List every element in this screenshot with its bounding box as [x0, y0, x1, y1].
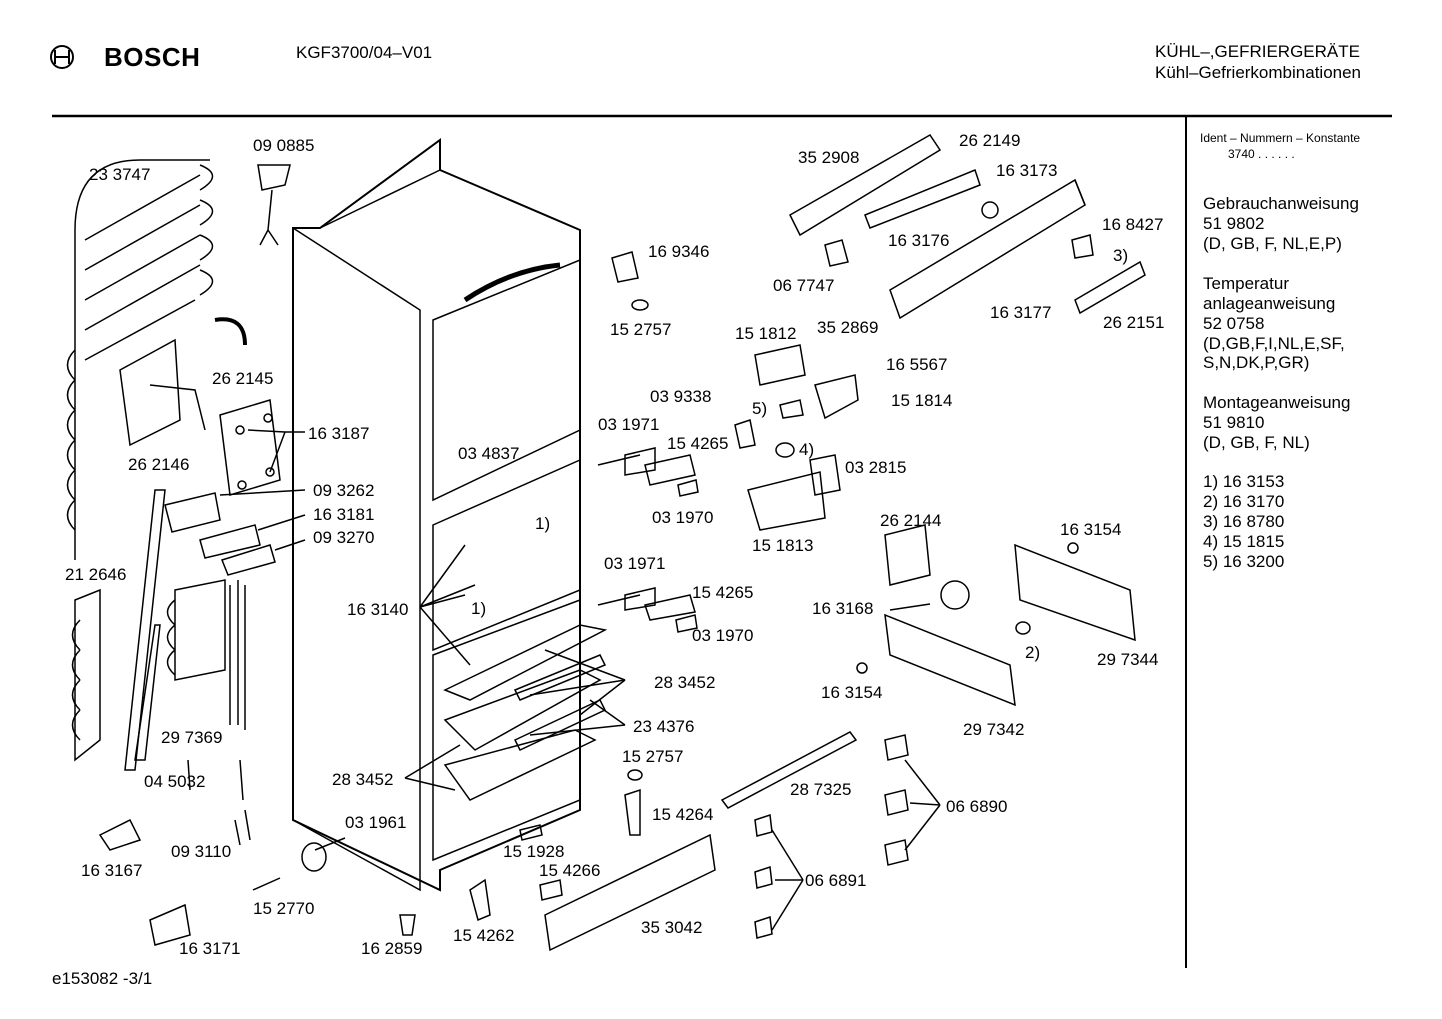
doc-title: Montageanweisung [1203, 393, 1351, 412]
part-label: 15 1813 [752, 536, 814, 555]
part-label: 28 3452 [654, 673, 716, 692]
part-label: 06 6890 [946, 797, 1008, 816]
doc-langs-line2: S,N,DK,P,GR) [1203, 353, 1310, 372]
part-label: 28 3452 [332, 770, 394, 789]
part-label: 06 7747 [773, 276, 835, 295]
part-label: 03 9338 [650, 387, 712, 406]
subcategory-title: Kühl–Gefrierkombinationen [1155, 63, 1362, 82]
footnote: 1) 16 3153 [1203, 472, 1285, 491]
part-label: 16 3181 [313, 505, 375, 524]
part-label: 35 2908 [798, 148, 860, 167]
doc-langs: (D, GB, F, NL) [1203, 433, 1310, 452]
footnote: 5) 16 3200 [1203, 552, 1285, 571]
doc-title: Temperatur [1203, 274, 1289, 293]
part-label: 16 5567 [886, 355, 948, 374]
part-label: 29 7344 [1097, 650, 1159, 669]
part-label: 03 2815 [845, 458, 907, 477]
doc-number: 52 0758 [1203, 314, 1265, 333]
part-label: 15 4265 [692, 583, 754, 602]
part-label: 16 3154 [1060, 520, 1122, 539]
ident-value: 3740 . . . . . . [1228, 147, 1295, 161]
part-label: 15 1814 [891, 391, 953, 410]
part-label: 35 2869 [817, 318, 879, 337]
part-label: 16 3177 [990, 303, 1052, 322]
part-label: 15 4265 [667, 434, 729, 453]
part-label: 09 3262 [313, 481, 375, 500]
part-label: 15 2757 [610, 320, 672, 339]
part-label: 16 3140 [347, 600, 409, 619]
part-label: 03 1961 [345, 813, 407, 832]
part-label: 28 7325 [790, 780, 852, 799]
part-label: 04 5032 [144, 772, 206, 791]
part-label: 16 3173 [996, 161, 1058, 180]
doc-langs: (D,GB,F,I,NL,E,SF, [1203, 334, 1345, 353]
part-label: 15 4262 [453, 926, 515, 945]
part-label: 26 2144 [880, 511, 942, 530]
category-title: KÜHL–,GEFRIERGERÄTE [1155, 42, 1360, 61]
part-label: 03 1971 [598, 415, 660, 434]
part-label: 16 3171 [179, 939, 241, 958]
part-label: 09 3270 [313, 528, 375, 547]
footer-code: e153082 -3/1 [52, 969, 153, 988]
part-label: 15 4264 [652, 805, 714, 824]
doc-number: 51 9802 [1203, 214, 1265, 233]
part-label: 16 2859 [361, 939, 423, 958]
part-label: 26 2149 [959, 131, 1021, 150]
part-label: 16 3168 [812, 599, 874, 618]
part-label: 03 4837 [458, 444, 520, 463]
part-label: 16 8427 [1102, 215, 1164, 234]
part-label: 5) [752, 399, 768, 418]
part-label: 26 2145 [212, 369, 274, 388]
footnote: 2) 16 3170 [1203, 492, 1285, 511]
part-label: 03 1970 [652, 508, 714, 527]
part-label: 06 6891 [805, 871, 867, 890]
model-number: KGF3700/04–V01 [296, 43, 433, 62]
part-label: 26 2146 [128, 455, 190, 474]
part-label: 16 9346 [648, 242, 710, 261]
doc-title: Gebrauchanweisung [1203, 194, 1359, 213]
part-label: 29 7342 [963, 720, 1025, 739]
part-label: 23 3747 [89, 165, 151, 184]
part-label: 26 2151 [1103, 313, 1165, 332]
doc-title-line2: anlageanweisung [1203, 294, 1336, 313]
ident-label: Ident – Nummern – Konstante [1200, 131, 1361, 145]
part-label: 21 2646 [65, 565, 127, 584]
part-label: 16 3176 [888, 231, 950, 250]
part-label: 03 1970 [692, 626, 754, 645]
part-label: 16 3167 [81, 861, 143, 880]
part-label: 15 1812 [735, 324, 797, 343]
part-label: 15 1928 [503, 842, 565, 861]
part-label: 35 3042 [641, 918, 703, 937]
part-label: 09 3110 [171, 842, 232, 861]
footnote: 3) 16 8780 [1203, 512, 1285, 531]
part-label: 15 2770 [253, 899, 315, 918]
part-label: 16 3154 [821, 683, 883, 702]
part-label: 09 0885 [253, 136, 315, 155]
part-label: 1) [535, 514, 551, 533]
part-label: 1) [471, 599, 487, 618]
part-label: 03 1971 [604, 554, 666, 573]
part-label: 29 7369 [161, 728, 223, 747]
part-label: 2) [1025, 643, 1041, 662]
part-label: 23 4376 [633, 717, 695, 736]
doc-langs: (D, GB, F, NL,E,P) [1203, 234, 1342, 253]
part-label: 15 2757 [622, 747, 684, 766]
doc-number: 51 9810 [1203, 413, 1265, 432]
part-label: 3) [1113, 246, 1129, 265]
part-label: 4) [799, 440, 815, 459]
footnote: 4) 15 1815 [1203, 532, 1285, 551]
brand-logo-text: BOSCH [104, 42, 201, 72]
part-label: 16 3187 [308, 424, 370, 443]
part-label: 15 4266 [539, 861, 601, 880]
